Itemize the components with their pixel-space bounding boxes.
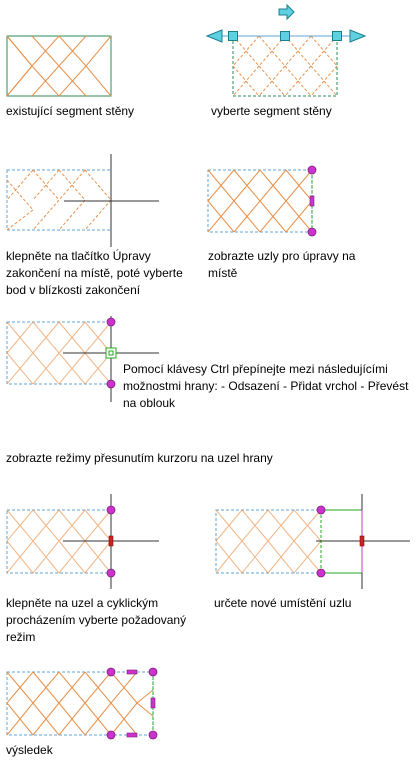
figure-select-wall (205, 3, 367, 97)
edge-node-active-icon[interactable] (359, 535, 365, 547)
edge-node-icon[interactable] (309, 195, 315, 207)
vertex-node-icon[interactable] (148, 667, 158, 677)
caption-result: výsledek (6, 743, 53, 757)
lengthen-right-grip-icon[interactable] (349, 29, 367, 43)
figure-existing-wall (6, 35, 112, 97)
caption-show-modes: zobrazte režimy přesunutím kurzoru na uz… (6, 451, 273, 465)
lengthen-left-grip-icon[interactable] (205, 29, 223, 43)
rubber-band-preview (321, 509, 362, 574)
vertex-node-bottom-icon[interactable] (106, 379, 116, 389)
vertex-node-top-icon[interactable] (106, 505, 116, 515)
caption-new-location: určete nové umístění uzlu (214, 596, 352, 610)
caption-ctrl-toggle: Pomocí klávesy Ctrl přepínejte mezi násl… (123, 362, 409, 410)
vertex-node-bottom-icon[interactable] (106, 568, 116, 578)
figure-ctrl-toggle (6, 316, 159, 402)
vertex-node-icon[interactable] (148, 730, 158, 740)
edge-node-bottom-icon[interactable] (126, 732, 138, 738)
end-grip-right-icon[interactable] (332, 31, 342, 41)
figure-click-node (6, 494, 159, 589)
edge-node-active-icon[interactable] (108, 535, 114, 547)
vertex-node-top-icon[interactable] (307, 165, 317, 175)
caption-select-wall: vyberte segment stěny (211, 104, 332, 118)
caption-show-nodes: zobrazte uzly pro úpravy na místě (208, 249, 356, 280)
flip-arrow-icon[interactable] (278, 3, 295, 21)
vertex-node-top-icon[interactable] (316, 505, 326, 515)
vertex-node-bottom-icon[interactable] (307, 227, 317, 237)
crosshair-cursor-icon (64, 154, 159, 247)
vertex-node-bottom-icon[interactable] (316, 568, 326, 578)
edge-node-right-icon[interactable] (150, 697, 156, 709)
vertex-node-top-icon[interactable] (106, 317, 116, 327)
caption-click-edit-end: klepněte na tlačítko Úpravy zakončení na… (6, 249, 183, 297)
figure-show-nodes (207, 165, 317, 237)
caption-existing-wall: existující segment stěny (6, 104, 135, 118)
edge-node-top-icon[interactable] (126, 669, 138, 675)
edge-node-hover-icon[interactable] (105, 347, 117, 359)
vertex-node-icon[interactable] (106, 667, 116, 677)
figure-new-location (215, 494, 410, 589)
crosshair-cursor-icon (63, 316, 159, 402)
middle-grip-icon[interactable] (280, 31, 290, 41)
figure-result (6, 667, 158, 740)
figure-click-edit-end (6, 154, 159, 247)
caption-click-node: klepněte na uzel a cyklickým procházením… (6, 596, 187, 644)
vertex-node-icon[interactable] (106, 730, 116, 740)
end-grip-left-icon[interactable] (228, 31, 238, 41)
